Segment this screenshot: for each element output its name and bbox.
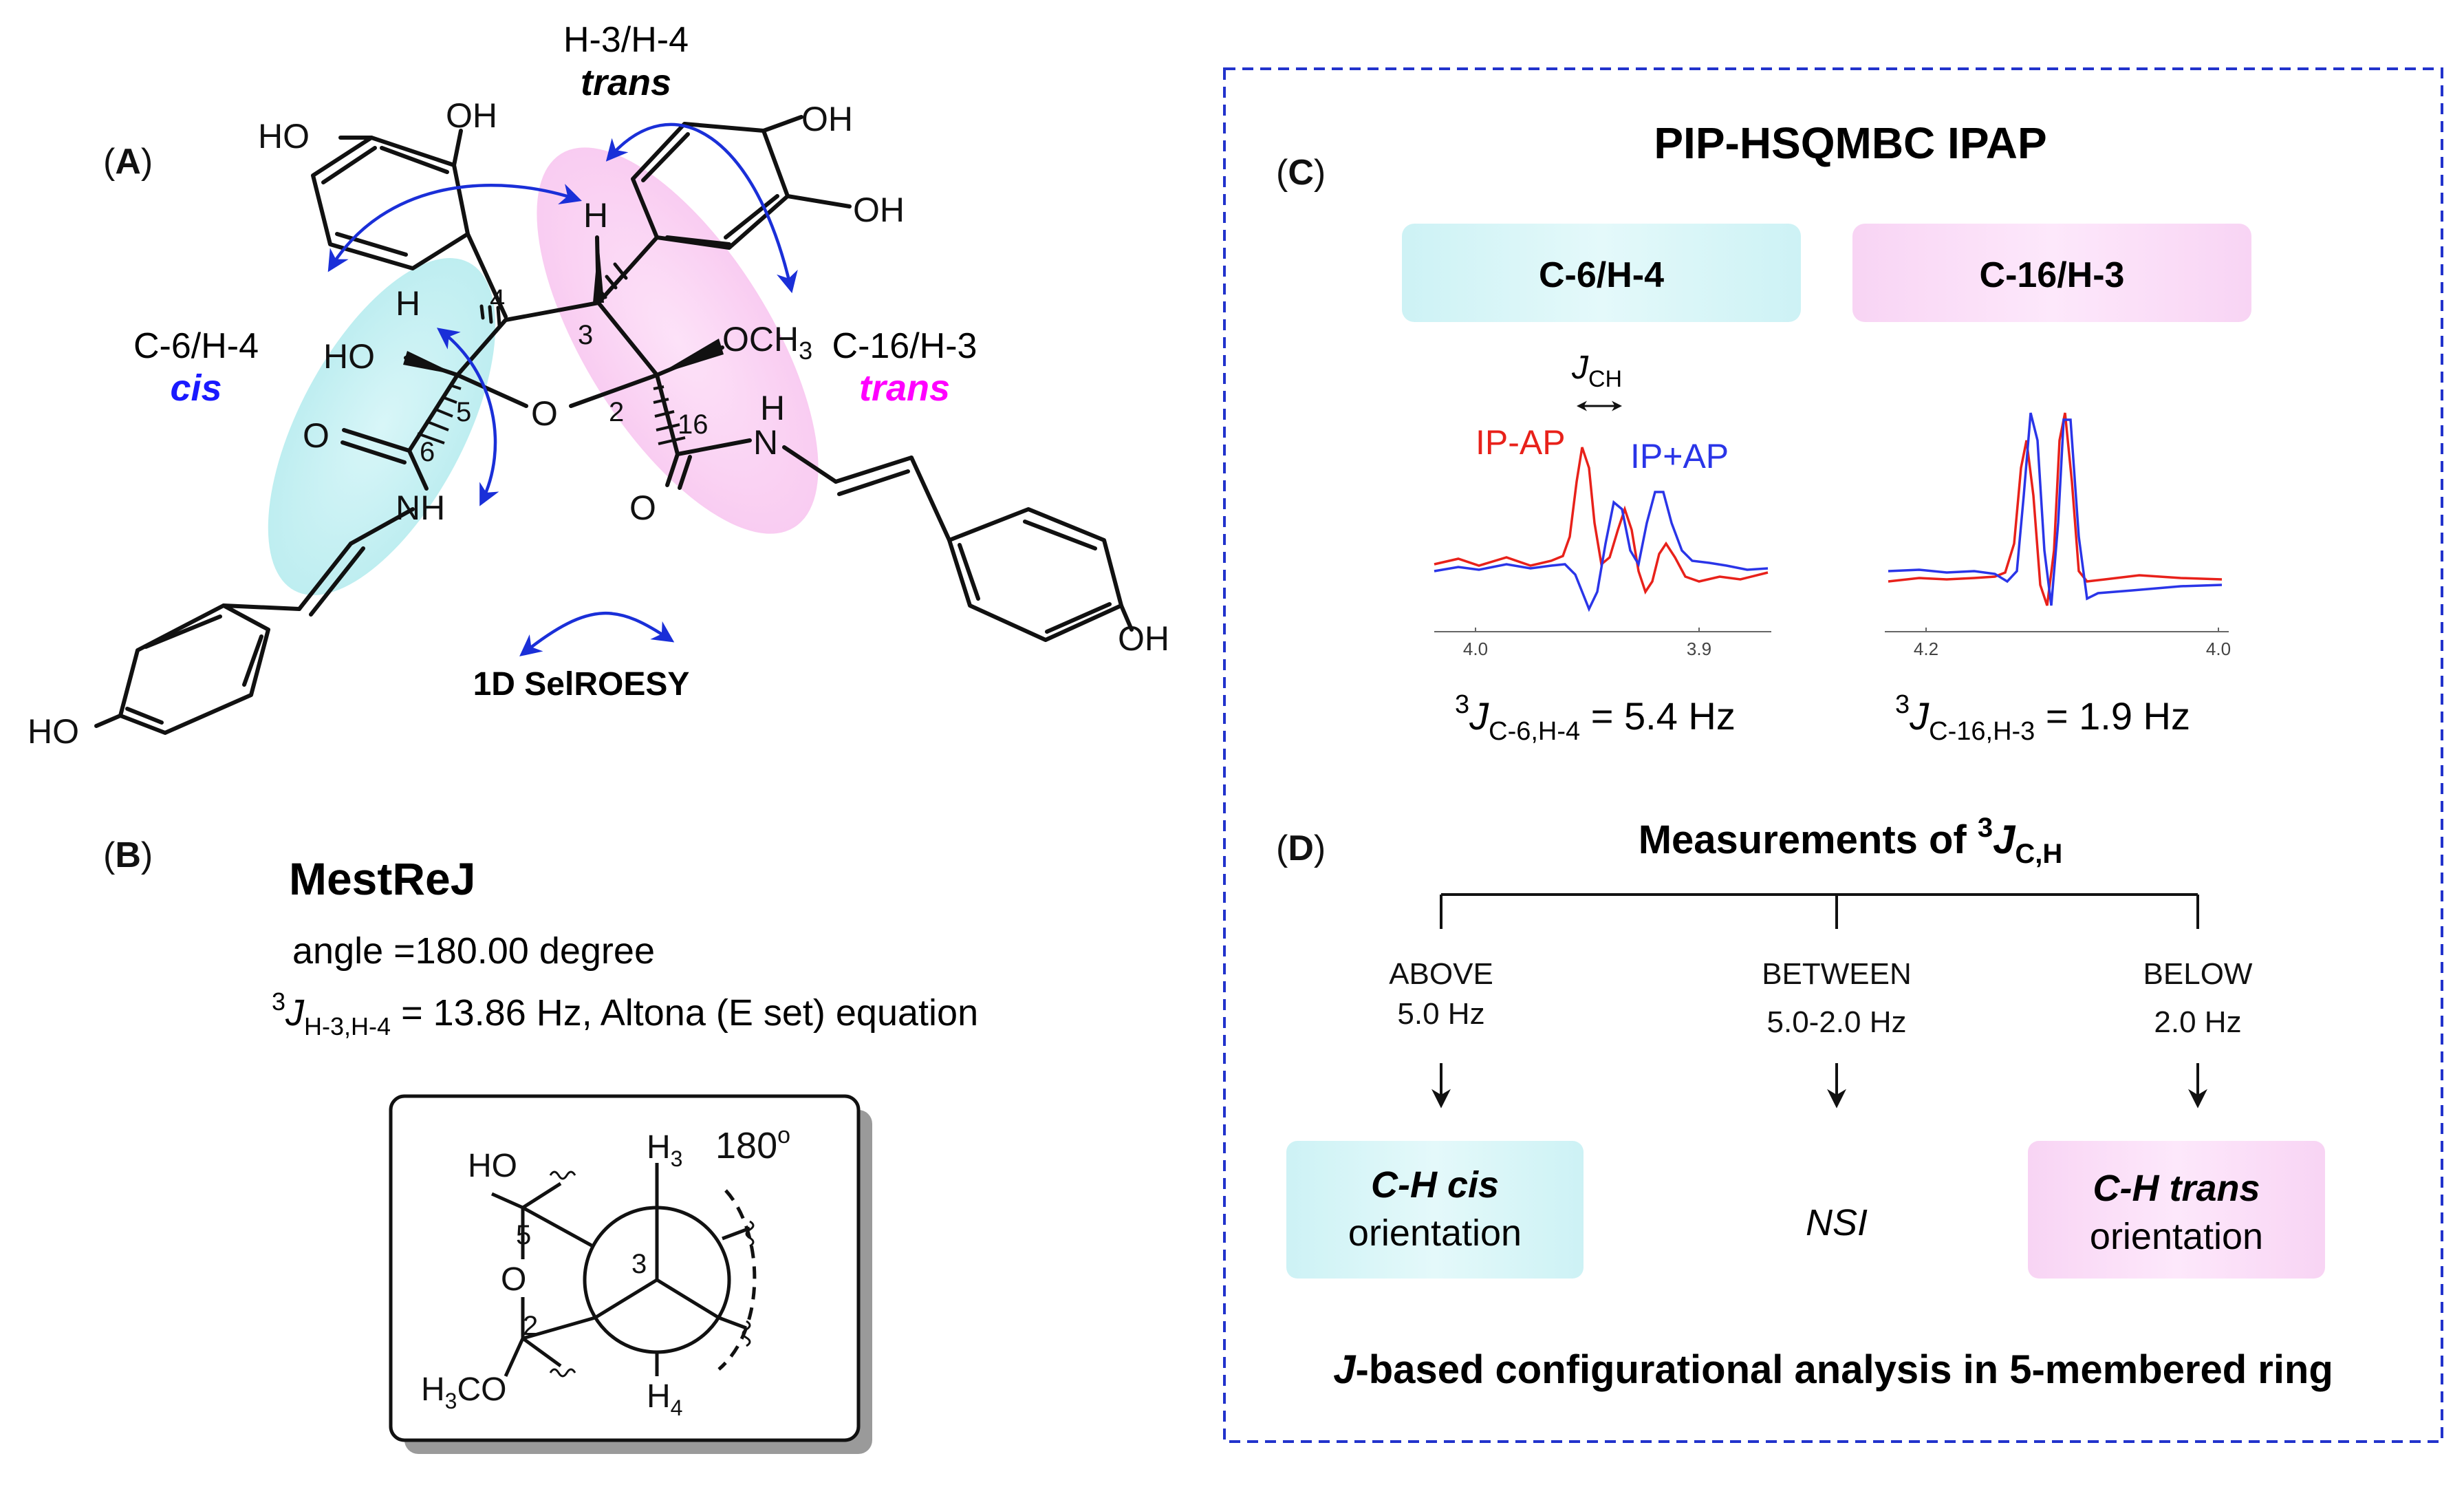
c16h3-box	[1852, 224, 2251, 322]
panel-a: (A)	[28, 20, 1169, 751]
left-coupling-eq: 3JC-6,H-4 = 5.4 Hz	[1455, 690, 1736, 746]
footer-caption: J-based configurational analysis in 5-me…	[1333, 1347, 2333, 1392]
c16h3-label: C-16/H-3	[832, 326, 977, 366]
c6h4-box-label: C-6/H-4	[1539, 255, 1664, 295]
left-spectrum-red	[1434, 447, 1769, 595]
decision-tree	[1431, 893, 2207, 1109]
carbon-2: 2	[609, 397, 624, 427]
panel-d: (D) Measurements of 3JC,H ABOVE 5.0 Hz B…	[1276, 813, 2333, 1392]
ip-minus-label: IP-AP	[1476, 423, 1566, 462]
carbon-4: 4	[490, 284, 505, 314]
newman-ho: HO	[468, 1148, 517, 1184]
hash-c2-c16	[653, 385, 686, 445]
newman-h3: H3	[647, 1129, 682, 1171]
roesy-arrows	[327, 122, 798, 656]
panel-c-label: (C)	[1276, 153, 1326, 193]
below-line2: 2.0 Hz	[2154, 1005, 2241, 1039]
och3: OCH3	[722, 320, 812, 365]
coupling-line: 3JH-3,H-4 = 13.86 Hz, Altona (E set) equ…	[272, 987, 978, 1040]
right-spectrum-blue	[1888, 412, 2223, 606]
above-line1: ABOVE	[1389, 957, 1493, 991]
c6h4-label: C-6/H-4	[133, 326, 259, 366]
selroesy-label: 1D SelROESY	[473, 666, 690, 703]
newman-h4: H4	[647, 1378, 682, 1420]
between-line1: BETWEEN	[1762, 957, 1912, 991]
newman-angle: 180o	[715, 1122, 790, 1166]
carbon-5: 5	[456, 397, 471, 427]
oh-right-ring: OH	[853, 191, 905, 229]
c16h3-box-label: C-16/H-3	[1980, 255, 2125, 295]
jch-label: JCH	[1571, 350, 1622, 392]
ho-bottom-left: HO	[28, 712, 79, 751]
left-spectrum-blue	[1434, 491, 1769, 612]
n-right: N	[753, 423, 778, 462]
panel-c-title: PIP-HSQMBC IPAP	[1654, 118, 2046, 168]
c16h3-trans: trans	[859, 367, 950, 409]
angle-line: angle =180.00 degree	[292, 930, 655, 972]
trans-result-sub: orientation	[2090, 1216, 2263, 1257]
panel-b-label: (B)	[103, 835, 153, 875]
cis-result-sub: orientation	[1348, 1212, 1522, 1254]
right-tick-label-2: 4.0	[2206, 639, 2231, 659]
newman-c2: 2	[523, 1311, 538, 1341]
oh-bottom-right: OH	[1118, 619, 1169, 658]
wedge-c2-och3	[657, 339, 724, 375]
panel-d-label: (D)	[1276, 828, 1326, 868]
nh-left: NH	[396, 489, 445, 527]
oh-top-left: OH	[446, 96, 497, 135]
carbon-6: 6	[420, 437, 435, 467]
newman-c5: 5	[516, 1220, 531, 1250]
c6h4-box	[1402, 224, 1801, 322]
panel-c: (C) PIP-HSQMBC IPAP C-6/H-4 C-16/H-3 JCH…	[1276, 118, 2251, 746]
ring-oxygen: O	[531, 394, 558, 433]
cis-result-title: C-H cis	[1371, 1164, 1499, 1206]
carbonyl-o-right: O	[629, 489, 656, 527]
panel-a-label: (A)	[103, 142, 153, 182]
h-atom-top: H	[583, 196, 608, 235]
newman-center: 3	[631, 1249, 647, 1279]
mestrej-title: MestReJ	[289, 853, 475, 904]
h-right: H	[760, 389, 785, 427]
left-tick-label-2: 3.9	[1687, 639, 1711, 659]
panel-b: (B) MestReJ angle =180.00 degree 3JH-3,H…	[103, 835, 978, 1454]
newman-box	[389, 1094, 861, 1442]
trans-result-box	[2028, 1141, 2325, 1279]
trans-highlight	[537, 147, 819, 534]
newman-wavy	[549, 1170, 755, 1378]
carbon-3: 3	[578, 320, 593, 350]
left-tick-label-1: 4.0	[1463, 639, 1488, 659]
right-spectrum-red	[1888, 412, 2223, 606]
nsi-label: NSI	[1806, 1202, 1868, 1243]
right-tick-label-1: 4.2	[1914, 639, 1938, 659]
ip-plus-label: IP+AP	[1630, 437, 1729, 475]
right-frame	[1223, 67, 2443, 1443]
below-line1: BELOW	[2143, 957, 2253, 991]
newman-h3co: H3CO	[421, 1371, 506, 1413]
cis-result-box	[1286, 1141, 1584, 1279]
h3h4-label: H-3/H-4	[563, 20, 689, 60]
right-coupling-eq: 3JC-16,H-3 = 1.9 Hz	[1895, 690, 2190, 746]
ho-top-left: HO	[258, 117, 310, 156]
carbonyl-o-left: O	[303, 416, 329, 455]
carbon-16: 16	[678, 409, 709, 440]
panel-d-title: Measurements of 3JC,H	[1639, 813, 2063, 869]
newman-o: O	[501, 1261, 526, 1298]
h-atom-left: H	[396, 284, 420, 323]
trans-result-title: C-H trans	[2093, 1168, 2260, 1209]
newman-projection	[490, 1163, 757, 1378]
ho-c5: HO	[323, 337, 375, 376]
above-line2: 5.0 Hz	[1397, 997, 1484, 1031]
between-line2: 5.0-2.0 Hz	[1767, 1005, 1907, 1039]
oh-top-right: OH	[801, 100, 853, 138]
wedge-c3-h	[593, 241, 604, 303]
h3h4-trans: trans	[581, 62, 671, 103]
c6h4-cis: cis	[170, 367, 221, 409]
